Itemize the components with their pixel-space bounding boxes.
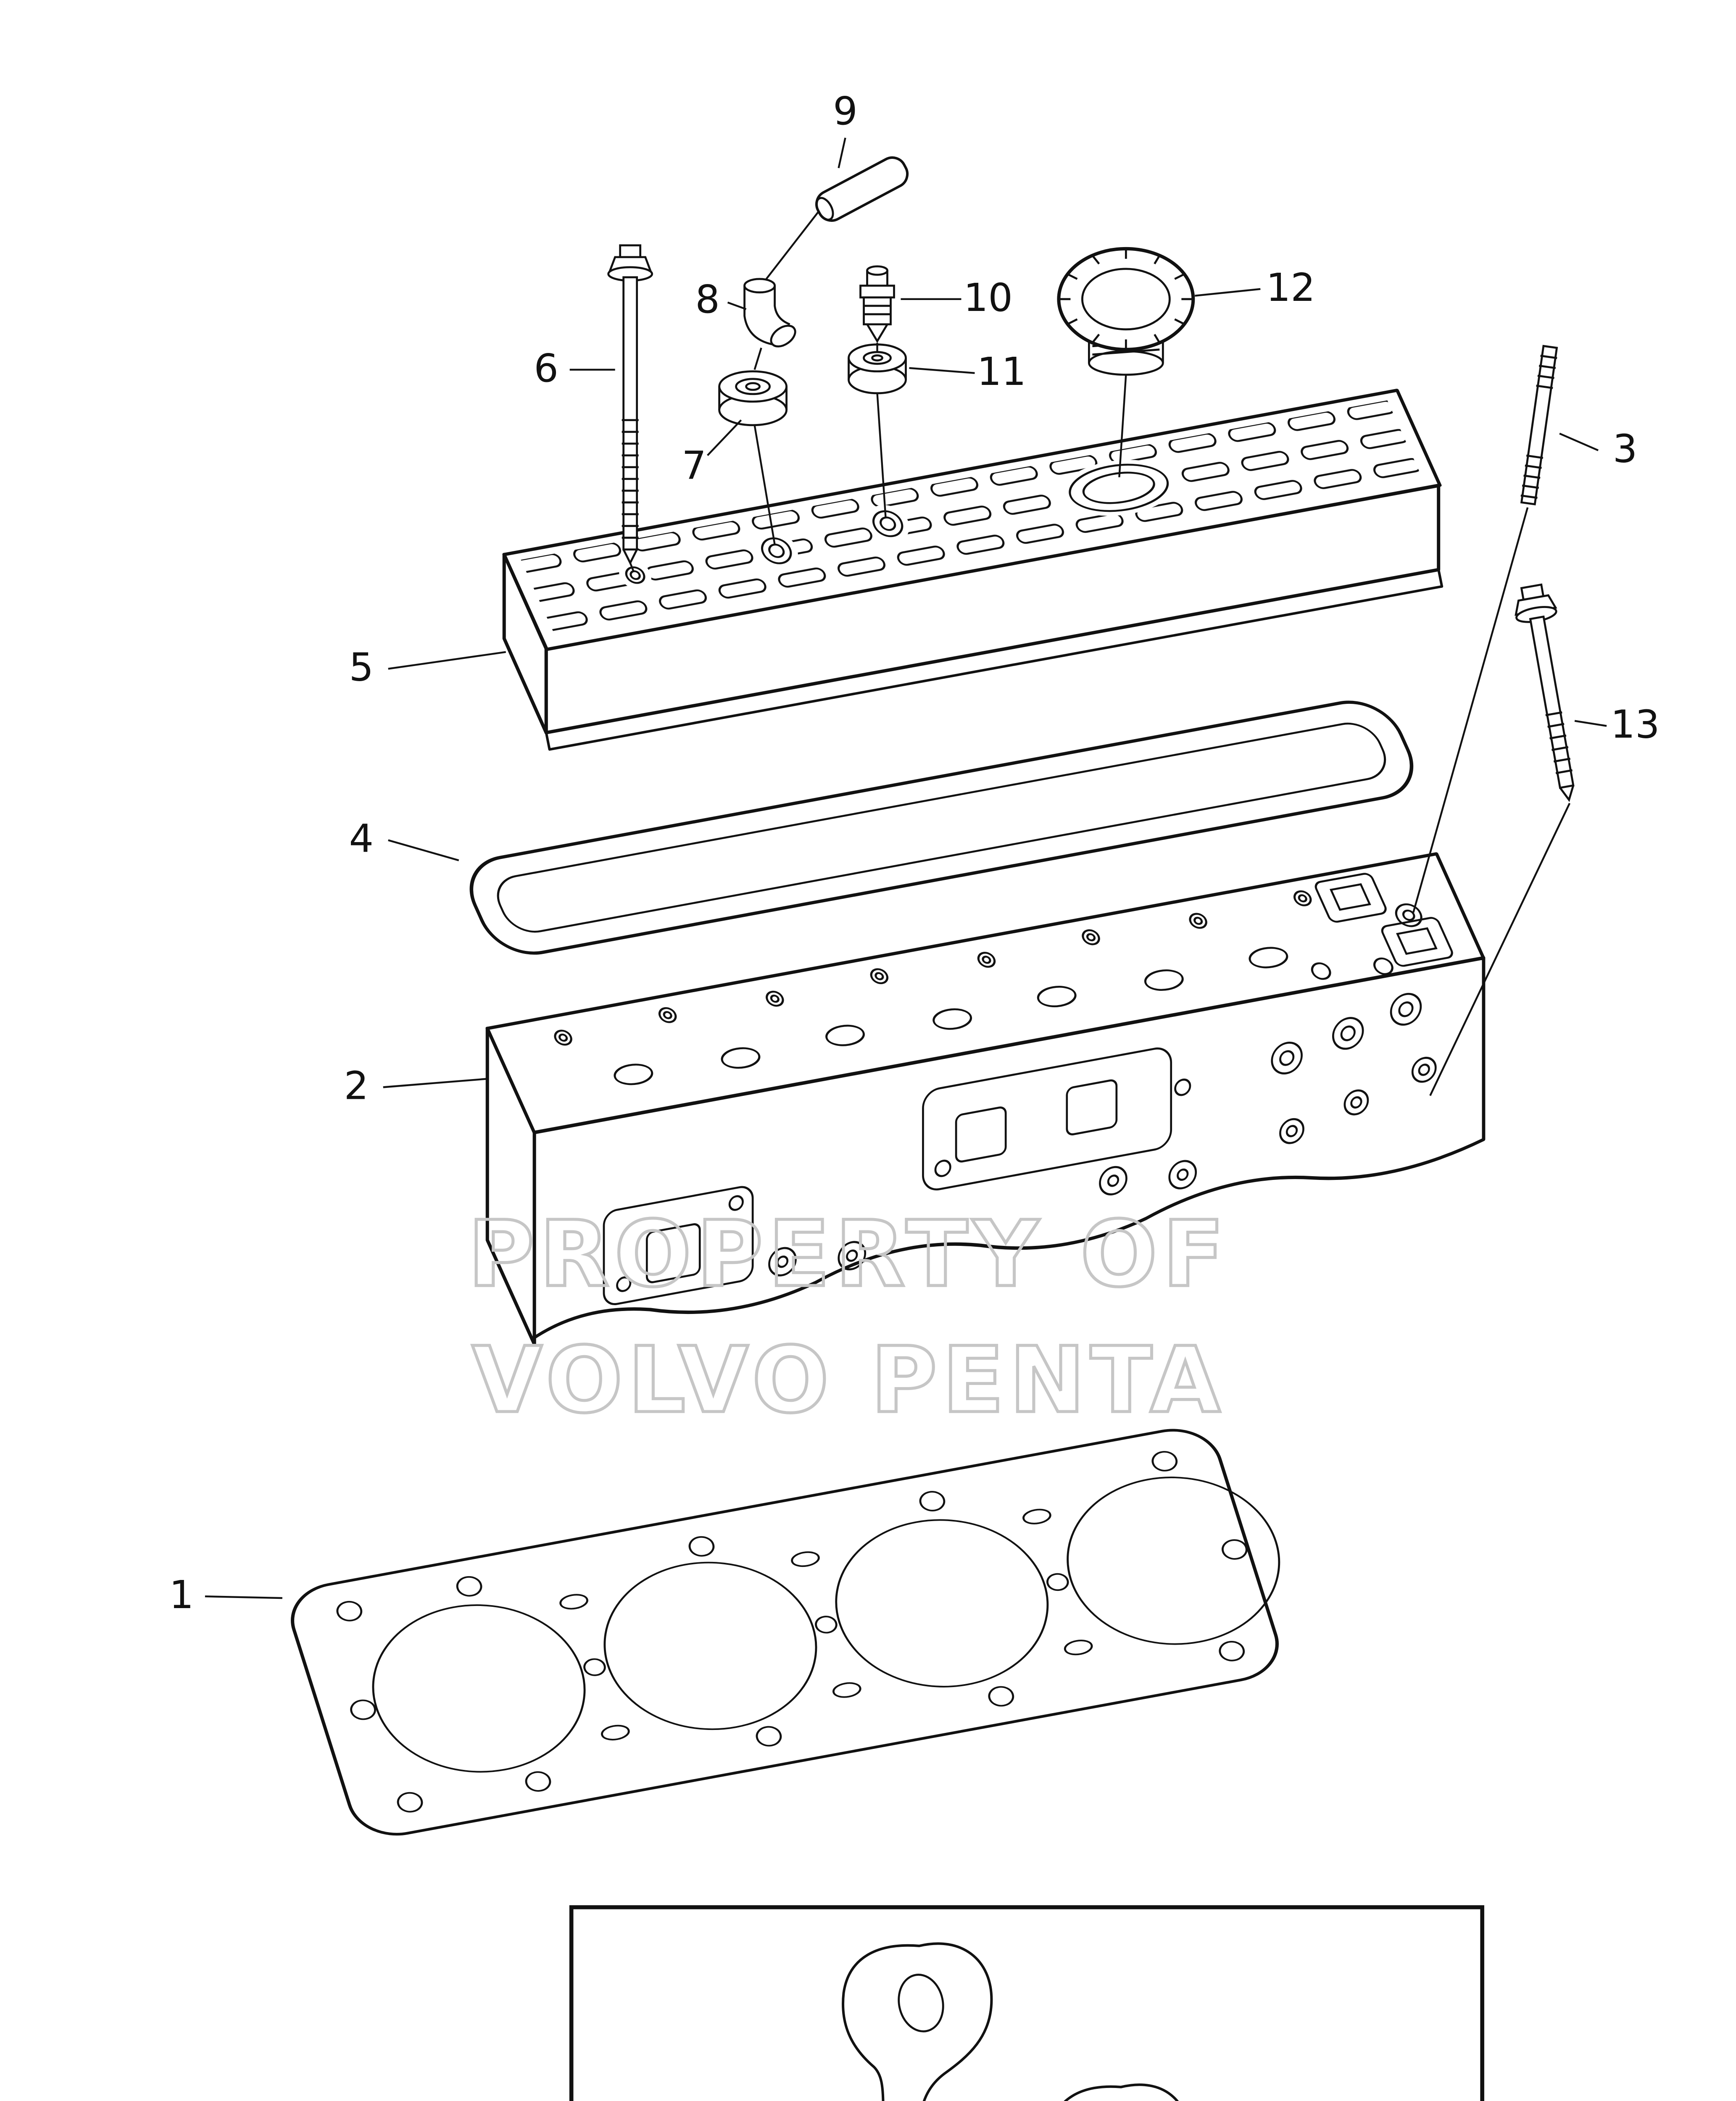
part-head-gasket <box>291 1429 1280 1836</box>
callout-leader-lines <box>205 137 1607 1599</box>
watermark: PROPERTY OF VOLVO PENTA <box>466 1200 1229 1435</box>
part-hose-9 <box>815 156 909 222</box>
part-fitting-10 <box>859 265 895 343</box>
part-oil-filler-cap-12 <box>1057 247 1195 376</box>
callout-3: 3 <box>1613 427 1638 471</box>
callout-7: 7 <box>682 443 706 488</box>
watermark-line2: VOLVO PENTA <box>472 1327 1225 1433</box>
watermark-line1: PROPERTY OF <box>468 1201 1229 1307</box>
callout-5: 5 <box>349 645 374 690</box>
callout-1: 1 <box>169 1572 194 1617</box>
part-stud-3 <box>1520 345 1558 506</box>
callout-8: 8 <box>695 277 720 322</box>
callouts: 1 2 3 4 5 6 7 8 9 10 11 12 13 14 14 15 1… <box>169 89 1660 1617</box>
part-lifting-bracket-right-14 <box>1064 2083 1179 2101</box>
callout-2: 2 <box>344 1063 369 1108</box>
callout-6: 6 <box>534 346 558 391</box>
part-cylinder-head <box>485 852 1486 1346</box>
callout-10: 10 <box>964 275 1013 320</box>
part-flange-bolt-13 <box>1515 583 1575 802</box>
part-elbow-fitting-8 <box>743 278 796 348</box>
connection-lines <box>629 211 1571 1096</box>
part-valve-cover-gasket <box>469 700 1414 955</box>
callout-4: 4 <box>349 816 374 861</box>
part-grommet-11 <box>848 343 907 395</box>
part-valve-cover <box>502 389 1444 751</box>
inset-detail-box <box>569 1905 1484 2101</box>
part-grommet-7 <box>718 370 788 427</box>
part-flange-bolt-6 <box>607 244 653 566</box>
part-lifting-bracket-left-14 <box>842 1942 993 2101</box>
callout-9: 9 <box>833 89 858 134</box>
callout-12: 12 <box>1266 265 1315 310</box>
callout-13: 13 <box>1611 702 1660 747</box>
callout-11: 11 <box>977 349 1026 394</box>
